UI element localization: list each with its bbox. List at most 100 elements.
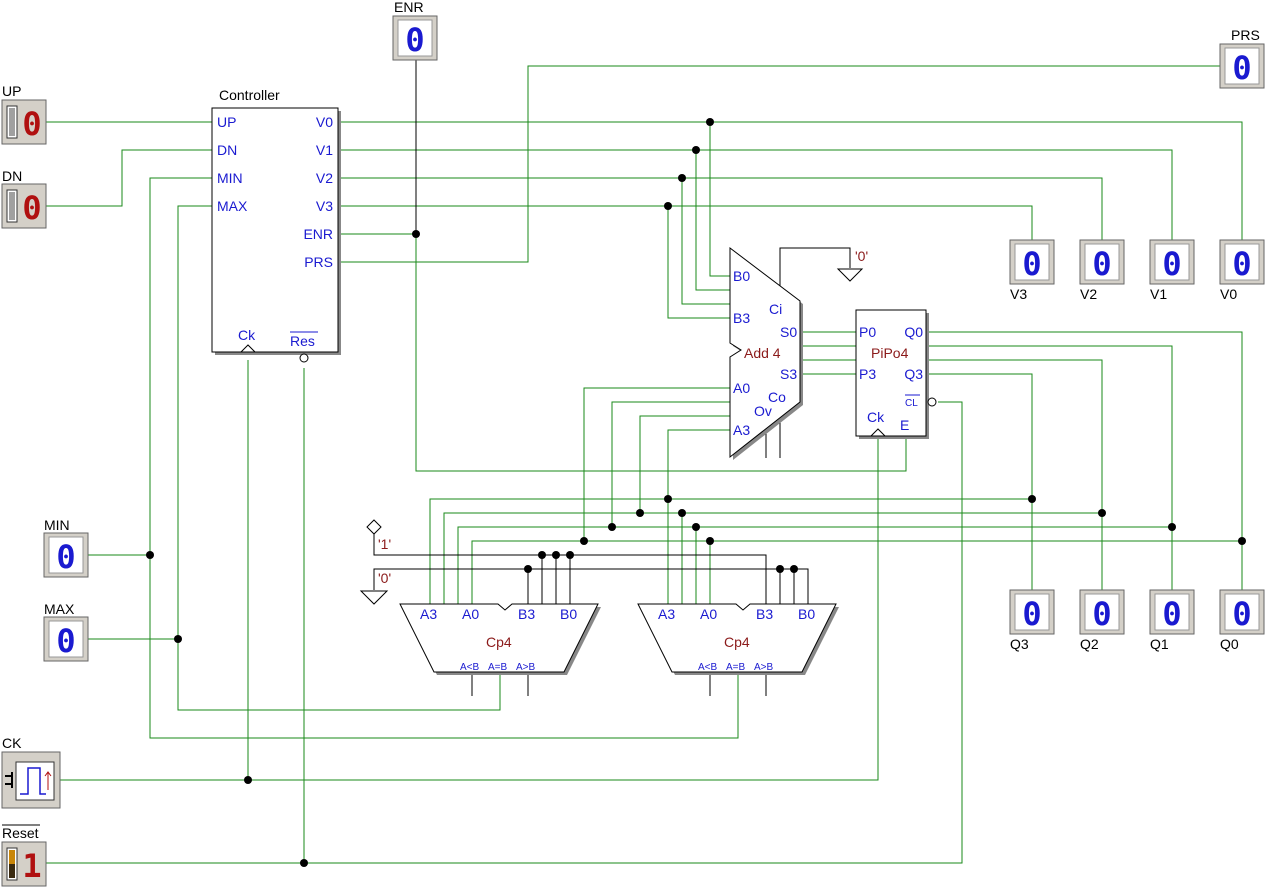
display-max-label: MAX xyxy=(44,601,75,617)
adder-name: Add 4 xyxy=(744,345,781,361)
input-dn[interactable]: DN 0 xyxy=(1,168,47,229)
controller-pin-ck: Ck xyxy=(238,327,256,343)
junction-dot xyxy=(552,551,560,559)
register-pin-ck: Ck xyxy=(867,409,885,425)
display-q0[interactable]: 0 Q0 xyxy=(1219,589,1265,652)
const-zero-label: '0' xyxy=(378,570,391,586)
display-v0-digit: 0 xyxy=(1232,245,1251,283)
display-q0-digit: 0 xyxy=(1232,595,1251,633)
display-max-digit: 0 xyxy=(56,622,75,660)
constant-zero: '0' xyxy=(359,570,391,605)
display-prs-label: PRS xyxy=(1231,27,1260,43)
adder-block[interactable]: B0 B3 Ci S0 S3 Add 4 A0 A3 Co Ov xyxy=(729,246,803,460)
display-q0-label: Q0 xyxy=(1220,636,1239,652)
display-q1[interactable]: 0 Q1 xyxy=(1149,589,1195,652)
adder-pin-b0: B0 xyxy=(733,268,750,284)
junction-dot xyxy=(538,551,546,559)
display-q2[interactable]: 0 Q2 xyxy=(1079,589,1125,652)
register-pin-q3: Q3 xyxy=(904,366,923,382)
display-enr[interactable]: 0 ENR xyxy=(392,0,438,61)
display-min-label: MIN xyxy=(44,517,70,533)
comparator-left[interactable]: A3 A0 B3 B0 Cp4 A<B A=B A>B xyxy=(399,603,601,675)
display-q3-label: Q3 xyxy=(1010,636,1029,652)
display-max[interactable]: 0 MAX xyxy=(43,601,89,662)
display-q3[interactable]: 0 Q3 xyxy=(1009,589,1055,652)
cmp-right-pin-gt: A>B xyxy=(754,662,774,673)
display-v1[interactable]: 0 V1 xyxy=(1149,239,1195,302)
input-reset-label: Reset xyxy=(2,825,39,841)
adder-pin-co: Co xyxy=(768,389,786,405)
junction-dot xyxy=(608,523,616,531)
adder-pin-ov: Ov xyxy=(754,403,772,419)
display-prs-digit: 0 xyxy=(1232,49,1251,87)
display-v3-digit: 0 xyxy=(1022,245,1041,283)
display-prs[interactable]: 0 PRS xyxy=(1219,27,1265,89)
controller-block[interactable]: Controller UP DN MIN MAX V0 V1 V2 V3 ENR… xyxy=(211,87,341,363)
controller-pin-v0: V0 xyxy=(316,114,333,130)
controller-pin-res: Res xyxy=(290,333,315,349)
display-v2-digit: 0 xyxy=(1092,245,1111,283)
input-up[interactable]: UP 0 xyxy=(1,83,47,145)
controller-pin-dn: DN xyxy=(217,142,237,158)
junction-dot xyxy=(692,146,700,154)
junction-dot xyxy=(1028,495,1036,503)
adder-pin-ci: Ci xyxy=(769,301,782,317)
display-enr-digit: 0 xyxy=(405,21,424,59)
register-block[interactable]: P0 P3 Q0 Q3 PiPo4 CL Ck E xyxy=(855,309,937,439)
cmp-right-pin-a3: A3 xyxy=(658,606,675,622)
input-ck-label: CK xyxy=(2,735,22,751)
input-ck[interactable]: CK xyxy=(1,735,61,809)
constant-one: '1' xyxy=(366,519,391,552)
cmp-right-pin-lt: A<B xyxy=(698,662,718,673)
wires xyxy=(46,60,1243,864)
display-q1-label: Q1 xyxy=(1150,636,1169,652)
register-pin-e: E xyxy=(900,417,909,433)
controller-title: Controller xyxy=(219,87,280,103)
adder-pin-a0: A0 xyxy=(733,380,750,396)
cmp-left-pin-a3: A3 xyxy=(420,606,437,622)
adder-pin-s3: S3 xyxy=(780,366,797,382)
clock-waveform-icon xyxy=(20,767,46,795)
cmp-right-pin-b3: B3 xyxy=(756,606,773,622)
cmp-left-name: Cp4 xyxy=(486,634,512,650)
display-q3-digit: 0 xyxy=(1022,595,1041,633)
display-v0[interactable]: 0 V0 xyxy=(1219,239,1265,302)
display-min[interactable]: 0 MIN xyxy=(43,517,89,578)
junction-dot xyxy=(678,509,686,517)
register-pin-p0: P0 xyxy=(859,324,876,340)
const-zero-adder: '0' xyxy=(855,248,868,264)
cmp-left-pin-b3: B3 xyxy=(518,606,535,622)
junction-dot xyxy=(776,565,784,573)
junction-dot xyxy=(1238,537,1246,545)
junction-dot xyxy=(636,509,644,517)
display-v1-label: V1 xyxy=(1150,286,1167,302)
register-pin-cl: CL xyxy=(905,398,918,409)
display-v2[interactable]: 0 V2 xyxy=(1079,239,1125,302)
cmp-left-pin-gt: A>B xyxy=(516,662,536,673)
junction-dot xyxy=(580,537,588,545)
register-name: PiPo4 xyxy=(871,345,909,361)
display-q2-label: Q2 xyxy=(1080,636,1099,652)
register-pin-q0: Q0 xyxy=(904,324,923,340)
junction-dot xyxy=(692,523,700,531)
cmp-left-pin-eq: A=B xyxy=(488,662,508,673)
junction-dot xyxy=(1098,509,1106,517)
cmp-right-pin-a0: A0 xyxy=(700,606,717,622)
controller-pin-up: UP xyxy=(217,114,236,130)
adder-pin-s0: S0 xyxy=(780,324,797,340)
display-v3-label: V3 xyxy=(1010,286,1027,302)
display-v3[interactable]: 0 V3 xyxy=(1009,239,1055,302)
junction-dot xyxy=(664,495,672,503)
display-v0-label: V0 xyxy=(1220,286,1237,302)
ground-zero-adder: '0' xyxy=(836,248,868,282)
controller-pin-v2: V2 xyxy=(316,170,333,186)
input-reset[interactable]: Reset 1 xyxy=(1,824,47,887)
junction-dot xyxy=(790,565,798,573)
adder-pin-b3: B3 xyxy=(733,310,750,326)
input-reset-digit: 1 xyxy=(22,847,41,885)
input-up-digit: 0 xyxy=(22,105,41,143)
junction-dots xyxy=(146,118,1246,867)
input-dn-digit: 0 xyxy=(22,189,41,227)
comparator-right[interactable]: A3 A0 B3 B0 Cp4 A<B A=B A>B xyxy=(637,603,839,675)
